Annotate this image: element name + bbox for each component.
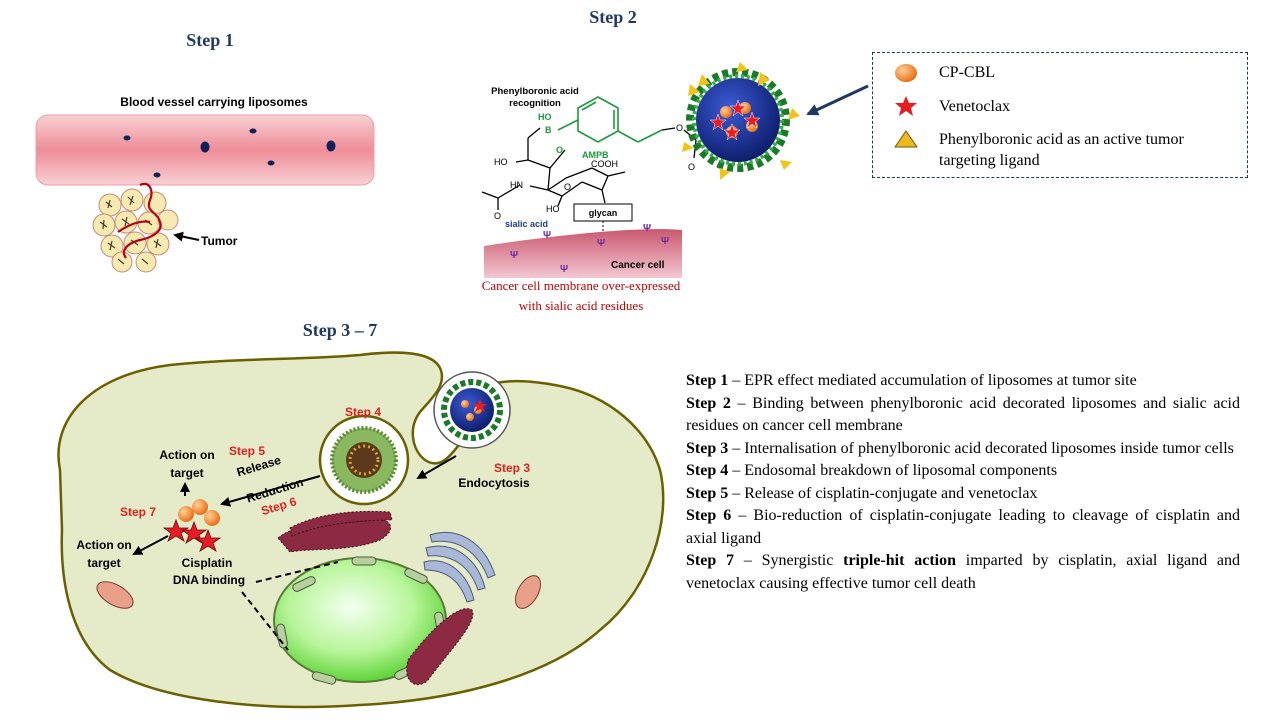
legend-label-cp-cbl: CP-CBL [939, 64, 996, 81]
ampb-structure [557, 96, 663, 143]
orange-sphere-icon [895, 64, 917, 82]
tumor-blood-vessel [117, 182, 162, 259]
step3-label: Step 3 [494, 461, 530, 475]
golgi-apparatus [423, 531, 496, 603]
step-descriptions: Step 1 – EPR effect mediated accumulatio… [686, 370, 1240, 595]
glycan-label: glycan [589, 208, 618, 218]
step2-header: Step 2 [589, 7, 637, 27]
caption-line-1: Cancer cell membrane over-expressed [482, 278, 681, 293]
step1-header: Step 1 [186, 30, 234, 50]
sialic-structure [481, 127, 697, 210]
description-step4: Step 4 – Endosomal breakdown of liposoma… [686, 462, 1058, 479]
o-label: O [676, 123, 683, 133]
ho-label: HO [546, 204, 560, 214]
o-label: O [688, 162, 695, 172]
description-step2: Step 2 – Binding between phenylboronic a… [686, 394, 1240, 435]
step7-label: Step 7 [120, 505, 156, 519]
er-lower [406, 608, 474, 685]
action-on-top-2: target [170, 466, 203, 480]
endocytosis-label: Endocytosis [458, 476, 530, 490]
step1-panel: Blood vessel carrying liposomes [35, 95, 375, 273]
svg-text:Ψ: Ψ [597, 238, 605, 249]
yellow-triangle-icon [894, 130, 918, 148]
description-step3: Step 3 – Internalisation of phenylboroni… [686, 439, 1234, 457]
endocytosis-arrow [416, 455, 457, 480]
hn-label: HN [510, 180, 523, 190]
legend-label-venetoclax: Venetoclax [939, 98, 1011, 115]
legend-box: CP-CBL Venetoclax Phenylboronic acid as … [872, 52, 1248, 178]
caption-line-2: with sialic acid residues [519, 298, 644, 313]
cooh-label: COOH [591, 159, 618, 169]
cisplatin-label: Cisplatin [182, 556, 233, 570]
released-cp-cbl [178, 499, 220, 526]
cancer-cell-membrane [484, 229, 682, 278]
description-step1: Step 1 – EPR effect mediated accumulatio… [686, 372, 1137, 389]
tumor-arrow [173, 231, 200, 242]
tumor-cluster: Tumor [92, 182, 238, 273]
action-target-left-arrow [132, 535, 169, 555]
red-star-icon [895, 96, 917, 116]
ampb-label: AMPB [582, 150, 609, 160]
tumor-label: Tumor [201, 234, 238, 248]
sialic-acid-label: sialic acid [505, 219, 548, 229]
step3-7-header: Step 3 – 7 [303, 320, 378, 340]
blood-vessel-label: Blood vessel carrying liposomes [120, 95, 308, 109]
action-on-top-1: Action on [159, 448, 214, 462]
endosome [318, 414, 410, 506]
svg-text:Ψ: Ψ [643, 223, 651, 234]
cell-panel: Step 4 Step 5 Step 3 Step 7 Step 6 Relea… [57, 351, 665, 709]
svg-text:Ψ: Ψ [543, 230, 551, 241]
oxygen-label: O [556, 145, 563, 155]
action-on-left-2: target [87, 556, 120, 570]
description-step7: Step 7 – Synergistic triple-hit action i… [686, 552, 1241, 592]
legend-label-phenylboronic: Phenylboronic acid as an active tumor ta… [939, 131, 1184, 169]
svg-text:Ψ: Ψ [510, 250, 518, 261]
ho-label: HO [494, 157, 508, 167]
dna-binding-dashed [255, 561, 339, 583]
endoplasmic-reticulum [277, 510, 393, 553]
step4-label: Step 4 [345, 405, 381, 419]
svg-text:Ψ: Ψ [661, 236, 669, 247]
dna-binding-dashed [241, 591, 289, 651]
cancer-cell-label: Cancer cell [611, 260, 665, 271]
o-label: O [494, 211, 501, 221]
mitochondria [96, 575, 541, 609]
recognition-label-1: Phenylboronic acid [491, 86, 579, 97]
action-on-left-1: Action on [76, 538, 131, 552]
svg-text:Ψ: Ψ [560, 264, 568, 275]
description-step5: Step 5 – Release of cisplatin-conjugate … [686, 484, 1038, 502]
step5-label: Step 5 [229, 444, 265, 458]
oxygen-label: HO [538, 112, 552, 122]
liposome-large [682, 62, 800, 180]
liposome-entering [433, 371, 511, 449]
sialic-residues: ΨΨΨ ΨΨΨ [510, 223, 669, 275]
o-label: O [564, 182, 571, 192]
description-step6: Step 6 – Bio-reduction of cisplatin-conj… [686, 507, 1240, 547]
boron-label: B [545, 125, 552, 135]
liposome-dots [123, 128, 336, 178]
released-venetoclax [162, 518, 222, 552]
step2-panel: Phenylboronic acid recognition B HO O AM… [481, 62, 869, 313]
release-arrow [220, 475, 321, 507]
dna-binding-label: DNA binding [173, 573, 245, 587]
recognition-label-2: recognition [509, 98, 561, 109]
legend-pointer-arrow [806, 84, 869, 116]
